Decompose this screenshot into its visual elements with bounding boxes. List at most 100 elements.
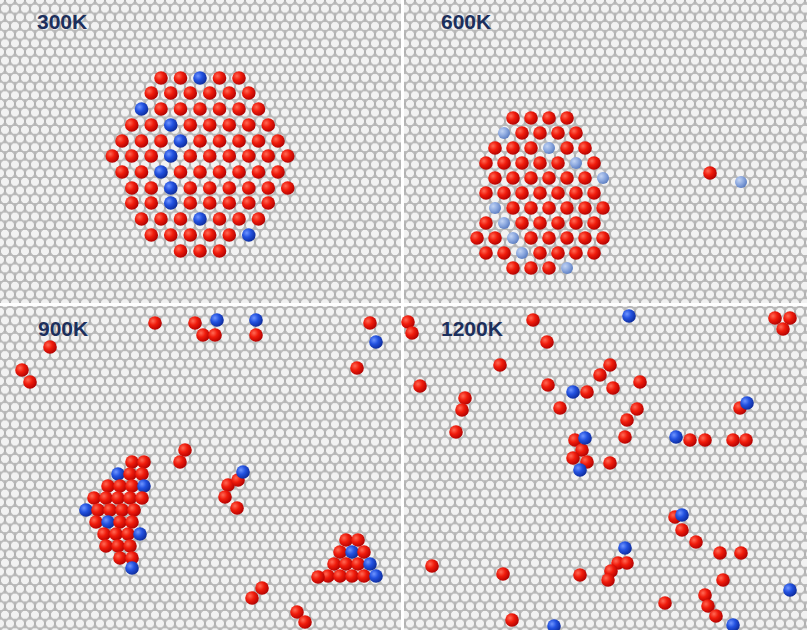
blue-atom — [561, 262, 573, 274]
blue-atom — [363, 557, 377, 571]
red-atom — [593, 368, 607, 382]
red-atom — [135, 212, 149, 226]
red-atom — [333, 545, 347, 559]
red-atom — [578, 201, 592, 215]
red-atom — [497, 186, 511, 200]
blue-atom — [369, 335, 383, 349]
red-atom — [271, 134, 285, 148]
red-atom — [497, 246, 511, 260]
blue-atom — [547, 619, 561, 630]
red-atom — [281, 149, 295, 163]
red-atom — [515, 186, 529, 200]
red-atom — [606, 381, 620, 395]
blue-atom — [726, 618, 740, 630]
blue-atom — [137, 479, 151, 493]
blue-atom — [242, 228, 256, 242]
blue-atom — [101, 515, 115, 529]
red-atom — [768, 311, 782, 325]
red-atom — [405, 326, 419, 340]
red-atom — [174, 212, 188, 226]
red-atom — [232, 71, 246, 85]
red-atom — [560, 201, 574, 215]
red-atom — [709, 609, 723, 623]
red-atom — [596, 231, 610, 245]
red-atom — [174, 71, 188, 85]
red-atom — [97, 527, 111, 541]
red-atom — [99, 539, 113, 553]
red-atom — [515, 216, 529, 230]
red-atom — [675, 523, 689, 537]
blue-atom — [783, 583, 797, 597]
red-atom — [551, 156, 565, 170]
red-atom — [281, 181, 295, 195]
red-atom — [87, 491, 101, 505]
blue-atom — [622, 309, 636, 323]
blue-atom — [618, 541, 632, 555]
red-atom — [569, 246, 583, 260]
red-atom — [542, 231, 556, 245]
red-atom — [560, 171, 574, 185]
red-atom — [144, 118, 158, 132]
red-atom — [533, 216, 547, 230]
red-atom — [470, 231, 484, 245]
red-atom — [683, 433, 697, 447]
red-atom — [135, 467, 149, 481]
red-atom — [15, 363, 29, 377]
red-atom — [252, 165, 266, 179]
red-atom — [488, 141, 502, 155]
blue-atom — [154, 165, 168, 179]
red-atom — [115, 503, 129, 517]
red-atom — [425, 559, 439, 573]
blue-atom — [164, 196, 178, 210]
red-atom — [203, 86, 217, 100]
red-atom — [493, 358, 507, 372]
blue-atom — [543, 142, 555, 154]
red-atom — [144, 196, 158, 210]
red-atom — [533, 126, 547, 140]
red-atom — [488, 171, 502, 185]
blue-atom — [566, 385, 580, 399]
blue-atom — [507, 232, 519, 244]
red-atom — [127, 503, 141, 517]
red-atom — [542, 171, 556, 185]
red-atom — [109, 527, 123, 541]
blue-atom — [735, 176, 747, 188]
red-atom — [252, 212, 266, 226]
red-atom — [154, 102, 168, 116]
red-atom — [121, 527, 135, 541]
blue-atom — [516, 247, 528, 259]
red-atom — [144, 228, 158, 242]
red-atom — [218, 490, 232, 504]
red-atom — [242, 118, 256, 132]
red-atom — [603, 358, 617, 372]
blue-atom — [573, 463, 587, 477]
red-atom — [560, 111, 574, 125]
red-atom — [506, 111, 520, 125]
red-atom — [633, 375, 647, 389]
red-atom — [183, 149, 197, 163]
red-atom — [105, 149, 119, 163]
red-atom — [603, 456, 617, 470]
blue-atom — [249, 313, 263, 327]
red-atom — [242, 196, 256, 210]
red-atom — [99, 491, 113, 505]
red-atom — [587, 216, 601, 230]
red-atom — [524, 231, 538, 245]
red-atom — [188, 316, 202, 330]
red-atom — [123, 491, 137, 505]
red-atom — [601, 573, 615, 587]
red-atom — [232, 212, 246, 226]
red-atom — [449, 425, 463, 439]
red-atom — [580, 385, 594, 399]
red-atom — [351, 557, 365, 571]
red-atom — [230, 501, 244, 515]
blue-atom — [489, 202, 501, 214]
red-atom — [506, 141, 520, 155]
red-atom — [111, 539, 125, 553]
red-atom — [213, 212, 227, 226]
red-atom — [698, 433, 712, 447]
lattice-panel — [404, 0, 807, 303]
red-atom — [193, 244, 207, 258]
